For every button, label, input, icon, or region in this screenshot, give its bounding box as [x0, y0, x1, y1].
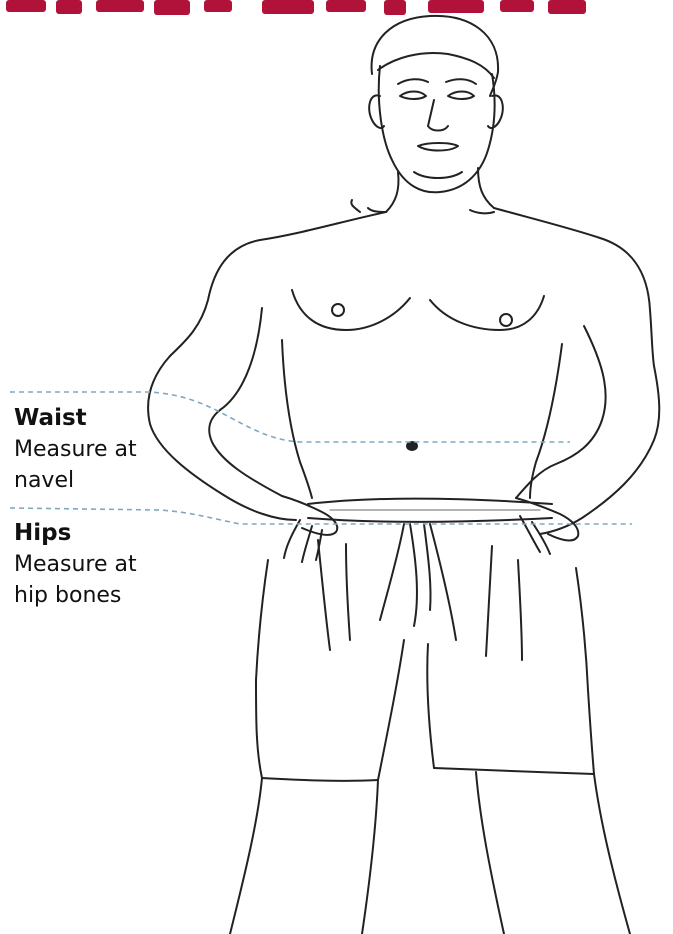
waist-instruction-line2: navel	[14, 465, 137, 496]
nose	[428, 100, 448, 131]
left-collarbone	[351, 200, 386, 212]
left-pec	[292, 290, 410, 330]
left-eyebrow	[398, 79, 428, 84]
mouth	[418, 143, 458, 151]
waist-title: Waist	[14, 403, 137, 434]
left-leg-outer	[230, 778, 262, 934]
navel-mark	[407, 442, 417, 450]
hair-outline	[372, 16, 499, 96]
left-nipple	[332, 304, 344, 316]
hair-fringe	[378, 53, 494, 78]
left-arm-inner	[209, 308, 282, 496]
shorts-right-leg-hem	[434, 768, 594, 774]
hips-instruction-line1: Measure at	[14, 549, 137, 580]
waistband-bottom	[308, 518, 552, 522]
shorts-fold-right	[486, 546, 522, 660]
left-shoulder	[170, 212, 386, 356]
right-torso-side	[530, 344, 562, 498]
waist-label: Waist Measure at navel	[14, 403, 137, 496]
right-shoulder	[494, 208, 654, 366]
left-torso-side	[282, 340, 312, 498]
right-leg-inner	[476, 772, 504, 934]
drawstring-right	[430, 524, 456, 640]
left-hand	[282, 496, 337, 562]
shorts-fold-left	[318, 540, 350, 650]
neck-right	[478, 168, 494, 208]
shorts-left-side	[256, 560, 268, 778]
drawstring-loop	[410, 524, 431, 626]
waistband-top	[308, 499, 552, 504]
left-eye	[400, 92, 426, 100]
shorts-right-side	[576, 568, 594, 774]
hips-title: Hips	[14, 518, 137, 549]
hips-label: Hips Measure at hip bones	[14, 518, 137, 611]
shorts-left-leg-hem	[262, 778, 378, 781]
right-arm-outer	[540, 366, 659, 534]
right-nipple	[500, 314, 512, 326]
waist-instruction-line1: Measure at	[14, 434, 137, 465]
drawstring-left	[380, 524, 404, 620]
right-eye	[448, 92, 474, 100]
left-leg-inner	[362, 780, 378, 934]
right-pec	[430, 296, 544, 330]
chin	[414, 172, 462, 178]
shorts-crotch	[378, 640, 434, 780]
right-leg-outer	[594, 774, 630, 934]
hips-instruction-line2: hip bones	[14, 580, 137, 611]
right-collarbone	[470, 210, 494, 213]
neck-left	[386, 172, 399, 212]
right-eyebrow	[446, 79, 476, 84]
